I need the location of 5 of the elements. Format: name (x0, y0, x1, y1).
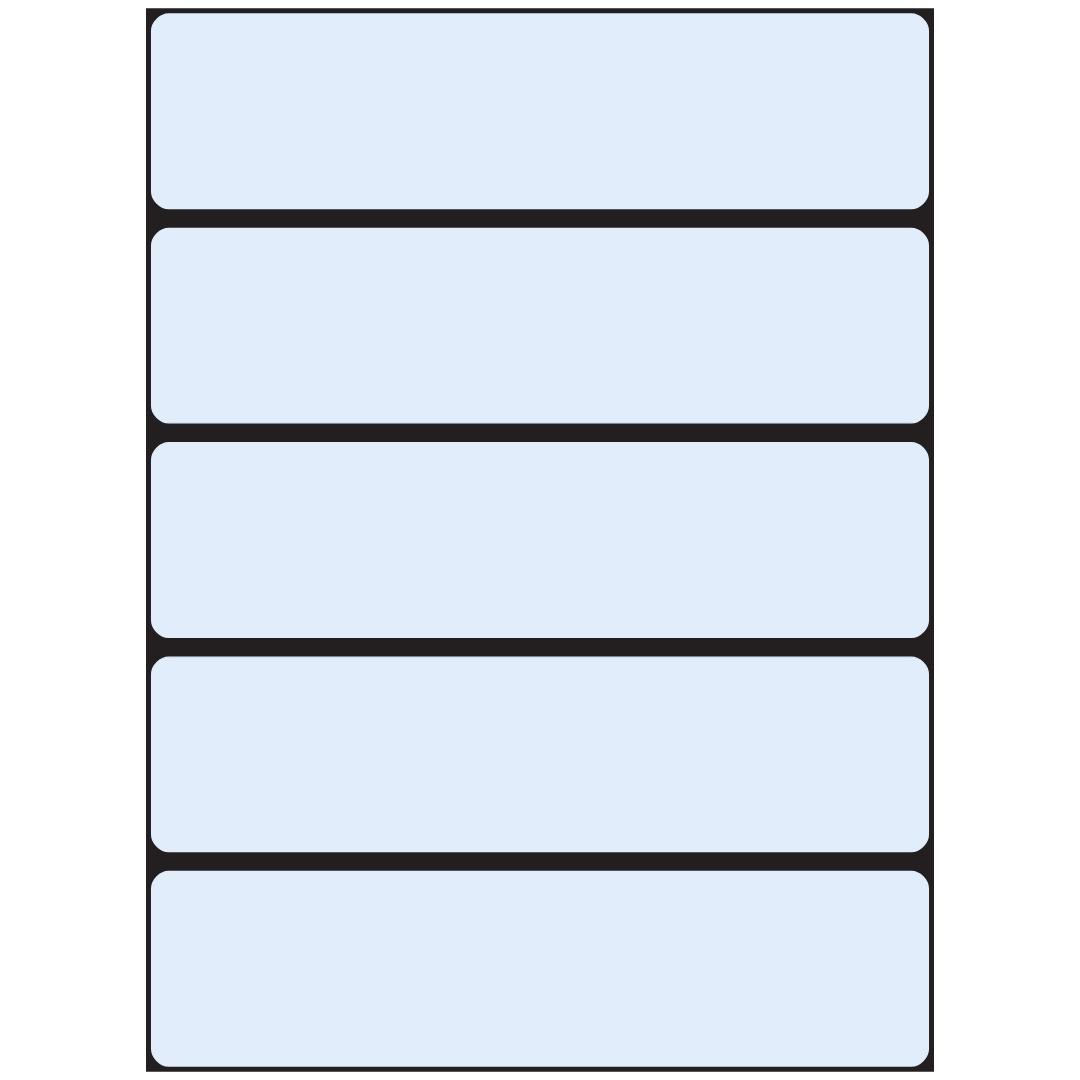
node-bar (150, 656, 930, 853)
node-bar (150, 13, 930, 210)
node-bar (150, 227, 930, 424)
node-bar (150, 442, 930, 638)
node-bar (150, 870, 930, 1067)
